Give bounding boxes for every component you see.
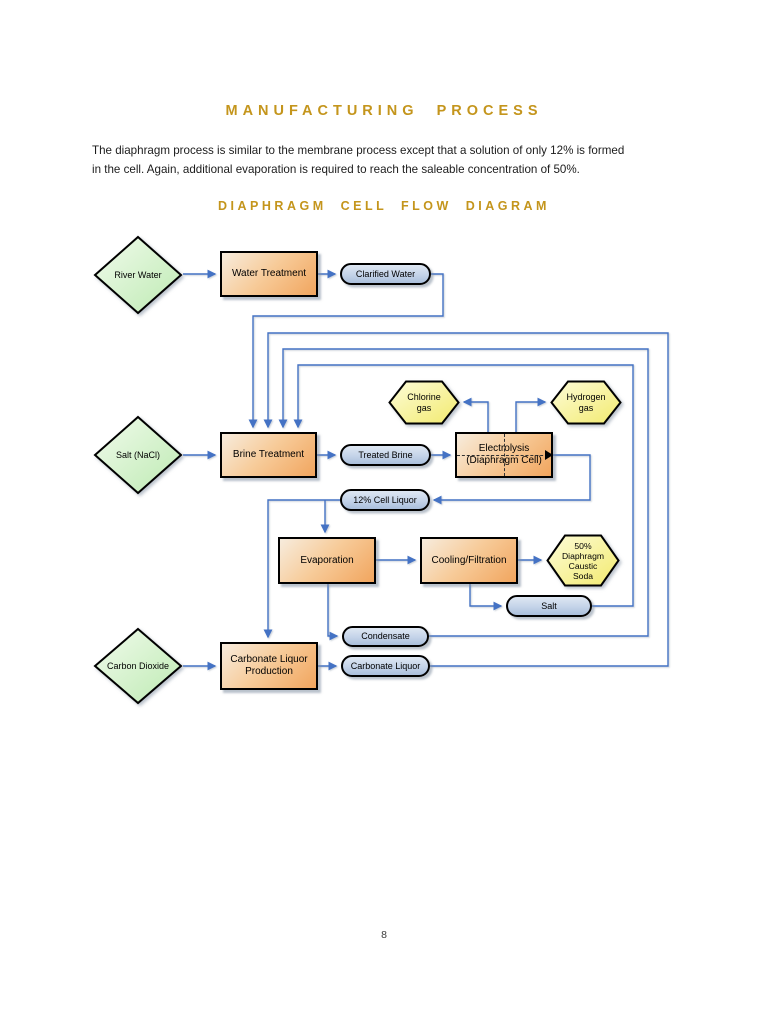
paragraph-line-2: in the cell. Again, additional evaporati… [92,163,580,176]
node-water-treatment: Water Treatment [220,251,318,297]
node-label-hydrogen-gas: Hydrogen gas [566,392,606,413]
node-treated-brine: Treated Brine [340,444,431,466]
node-label-carbon-dioxide: Carbon Dioxide [106,660,170,671]
node-label-cooling-filtration: Cooling/Filtration [431,554,507,566]
node-river-water: River Water [93,235,183,315]
node-label-brine-treatment: Brine Treatment [232,449,305,460]
node-hydrogen-gas: Hydrogen gas [550,380,622,425]
node-electrolysis-diaphragm-cell: Electrolysis (Diaphragm Cell) [455,432,553,478]
node-label-evaporation: Evaporation [300,554,354,566]
node-evaporation: Evaporation [278,537,376,584]
node-label-salt-nacl: Salt (NaCl) [115,449,160,460]
node-salt-nacl: Salt (NaCl) [93,415,183,495]
diagram-title: DIAPHRAGM CELL FLOW DIAGRAM [218,199,550,213]
paragraph-line-1: The diaphragm process is similar to the … [92,144,625,157]
node-clarified-water: Clarified Water [340,263,431,285]
edge-evaporation-condensate [327,584,339,641]
node-carbonate-liquor-production: Carbonate Liquor Production [220,642,318,690]
intro-paragraph: The diaphragm process is similar to the … [92,141,692,179]
node-50-diaphragm-caustic-soda: 50% Diaphragm Caustic Soda [546,534,620,587]
node-label-condensate: Condensate [361,631,410,642]
node-cooling-filtration: Cooling/Filtration [420,537,518,584]
diamond-shape [93,235,183,315]
node-label-chlorine-gas: Chlorine gas [407,392,441,413]
node-label-treated-brine: Treated Brine [358,449,413,460]
page-number: 8 [381,929,387,941]
node-chlorine-gas: Chlorine gas [388,380,460,425]
diamond-shape [93,415,183,495]
node-brine-treatment: Brine Treatment [220,432,317,478]
node-label-electrolysis: Electrolysis (Diaphragm Cell) [466,443,542,466]
node-label-water-treatment: Water Treatment [231,268,307,279]
node-label-clarified-water: Clarified Water [355,268,416,279]
node-label-carbonate-liquor: Carbonate Liquor [350,660,421,671]
node-label-river-water: River Water [114,269,162,280]
node-label-caustic-soda: 50% Diaphragm Caustic Soda [561,540,605,581]
node-carbonate-liquor: Carbonate Liquor [341,655,430,677]
diamond-shape [93,627,183,705]
node-carbon-dioxide: Carbon Dioxide [93,627,183,705]
node-label-salt: Salt [541,600,557,611]
edge-electrolysis-hydrogen [515,397,547,432]
page-title: MANUFACTURING PROCESS [225,103,543,119]
node-label-carbonate-liquor-production: Carbonate Liquor Production [230,654,308,677]
node-12-cell-liquor: 12% Cell Liquor [340,489,430,511]
node-condensate: Condensate [342,626,429,647]
edge-electrolysis-chlorine [462,397,489,432]
node-label-12-cell-liquor: 12% Cell Liquor [353,494,417,505]
node-salt: Salt [506,595,592,617]
edge-cooling-salt [469,584,503,611]
